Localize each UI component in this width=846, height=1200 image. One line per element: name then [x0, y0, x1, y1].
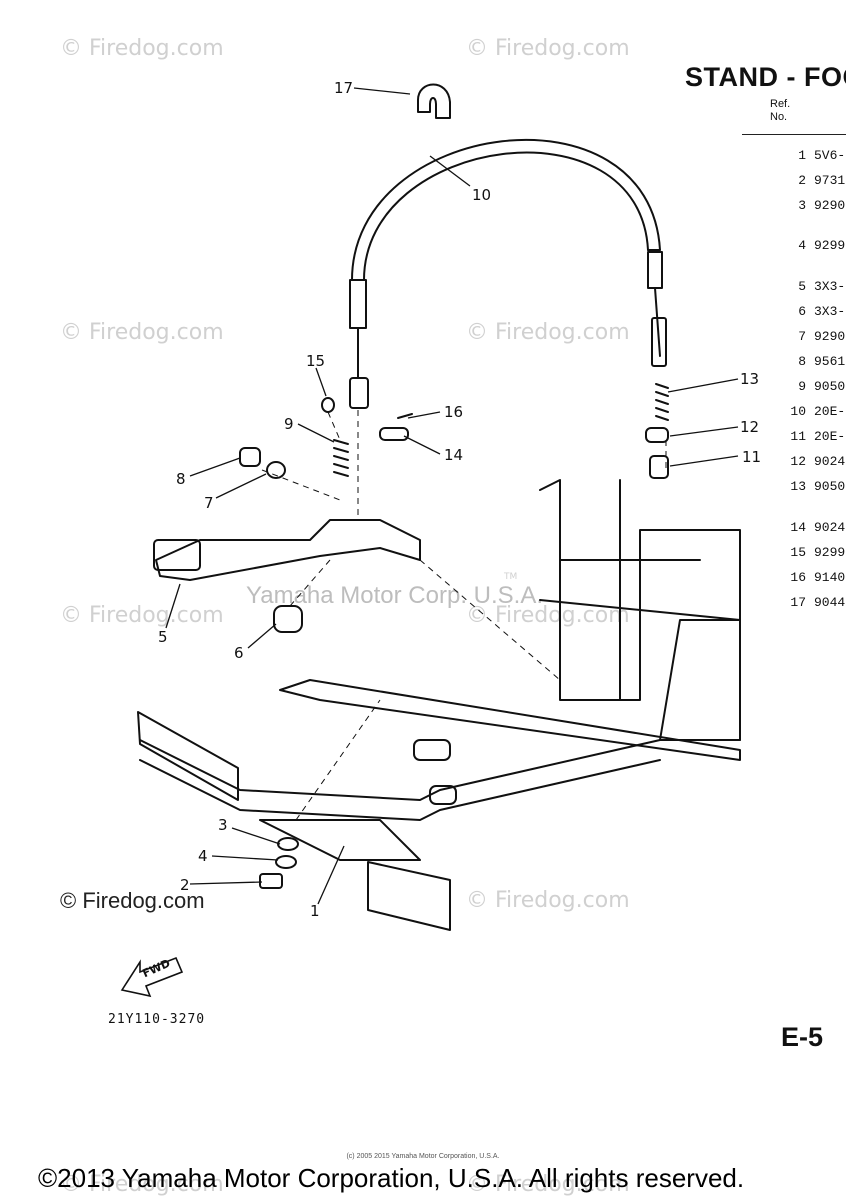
firedog-watermark: © Firedog.com — [60, 320, 224, 345]
callout-7: 7 — [204, 494, 214, 512]
footrest-bracket — [259, 819, 421, 861]
callout-3: 3 — [218, 816, 228, 834]
trademark-mark: TM — [504, 572, 518, 582]
diagram-code: 21Y110-3270 — [108, 1012, 206, 1027]
ref-no-header: Ref. No. — [770, 98, 790, 124]
firedog-watermark: © Firedog.com — [60, 1172, 224, 1197]
firedog-watermark: © Firedog.com — [466, 1172, 630, 1197]
no-label: No. — [770, 111, 788, 123]
frame — [539, 479, 741, 741]
page-code: E-5 — [781, 1022, 824, 1052]
brake-pedal — [155, 519, 421, 581]
yamaha-watermark: Yamaha Motor Corp. U.S.A. — [246, 582, 543, 609]
callout-14: 14 — [444, 446, 464, 464]
callout-1: 1 — [310, 902, 320, 920]
firedog-watermark: © Firedog.com — [60, 36, 224, 61]
small-copyright: (c) 2005 2015 Yamaha Motor Corporation, … — [346, 1153, 500, 1160]
brake-cable — [351, 138, 661, 281]
callout-4: 4 — [198, 847, 208, 865]
firedog-watermark: © Firedog.com — [466, 888, 630, 913]
callout-8: 8 — [176, 470, 186, 488]
firedog-watermark: © Firedog.com — [466, 36, 630, 61]
callout-11: 11 — [742, 448, 762, 466]
callout-12: 12 — [740, 418, 760, 436]
callout-6: 6 — [234, 644, 244, 662]
callout-16: 16 — [444, 403, 464, 421]
header-rule — [742, 134, 846, 135]
firedog-watermark: © Firedog.com — [60, 603, 224, 628]
cable-clamp — [417, 83, 451, 119]
callout-2: 2 — [180, 876, 190, 894]
spring-13 — [655, 383, 669, 421]
footrest-bar — [139, 739, 661, 801]
callout-13: 13 — [740, 370, 760, 388]
copyright-footer: ©2013 Yamaha Motor Corporation, U.S.A. A… — [38, 1163, 745, 1193]
ref-label: Ref. — [770, 98, 791, 110]
page-title: STAND - FOO — [685, 62, 846, 92]
callout-9: 9 — [284, 415, 294, 433]
firedog-watermark: © Firedog.com — [60, 888, 205, 913]
fwd-arrow-icon — [120, 956, 184, 998]
callout-17: 17 — [334, 79, 354, 97]
spring-9 — [333, 439, 349, 477]
callout-5: 5 — [158, 628, 168, 646]
callout-15: 15 — [306, 352, 326, 370]
firedog-watermark: © Firedog.com — [466, 320, 630, 345]
callout-10: 10 — [472, 186, 492, 204]
footrest-left — [137, 711, 239, 801]
footrest-right — [367, 861, 451, 931]
